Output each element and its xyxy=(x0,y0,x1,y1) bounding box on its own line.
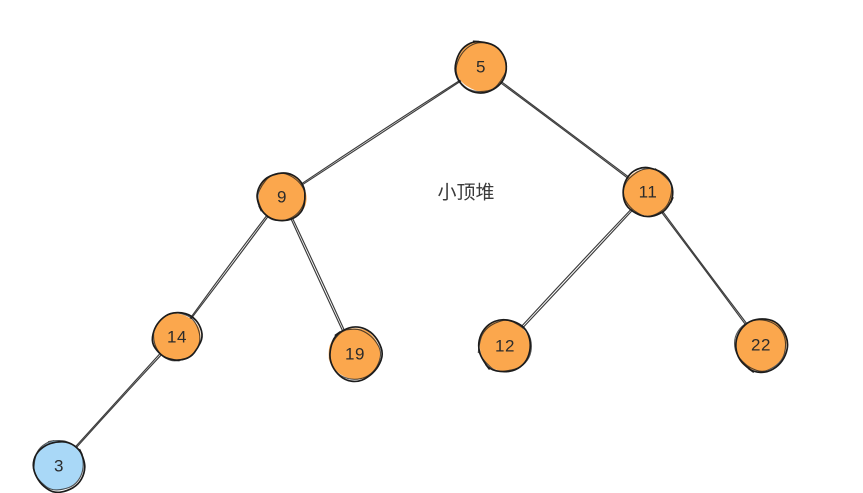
node-outline xyxy=(622,168,673,217)
tree-node-19[interactable]: 19 xyxy=(328,326,384,383)
node-fill xyxy=(736,318,787,372)
node-outline xyxy=(734,318,789,374)
node-fill xyxy=(328,328,381,380)
node-outline xyxy=(477,319,532,372)
edge-layer xyxy=(73,79,748,450)
node-label: 12 xyxy=(495,336,515,355)
node-layer: 5 9 11 14 19 12 22 3 xyxy=(32,40,789,493)
tree-edge xyxy=(499,80,631,180)
node-fill xyxy=(153,313,201,361)
node-outline xyxy=(257,172,306,222)
tree-edge xyxy=(520,207,634,329)
node-fill xyxy=(33,440,84,491)
node-outline xyxy=(153,312,201,362)
node-outline xyxy=(477,318,532,373)
tree-node-9[interactable]: 9 xyxy=(256,172,307,222)
tree-edge xyxy=(189,214,270,320)
node-fill xyxy=(455,41,507,93)
node-fill xyxy=(258,172,307,222)
node-label: 19 xyxy=(345,344,365,363)
node-label: 14 xyxy=(167,327,187,346)
tree-edge xyxy=(660,209,748,326)
node-fill xyxy=(623,168,673,216)
tree-node-3[interactable]: 3 xyxy=(32,439,86,493)
node-outline xyxy=(455,42,508,93)
diagram-caption: 小顶堆 xyxy=(437,182,494,204)
node-outline xyxy=(329,328,382,380)
tree-edge xyxy=(73,352,163,450)
tree-node-22[interactable]: 22 xyxy=(733,318,789,374)
node-label: 5 xyxy=(476,57,486,76)
node-outline xyxy=(733,319,787,372)
node-fill xyxy=(479,320,531,372)
tree-edge xyxy=(300,79,462,186)
tree-node-12[interactable]: 12 xyxy=(477,318,532,373)
node-label: 3 xyxy=(54,456,64,475)
node-outline xyxy=(33,439,84,491)
tree-edge xyxy=(290,216,346,333)
tree-node-5[interactable]: 5 xyxy=(454,40,508,94)
tree-node-14[interactable]: 14 xyxy=(151,311,203,362)
node-label: 9 xyxy=(277,187,287,206)
tree-node-11[interactable]: 11 xyxy=(622,166,674,218)
node-label: 11 xyxy=(639,182,658,201)
node-label: 22 xyxy=(751,335,771,354)
